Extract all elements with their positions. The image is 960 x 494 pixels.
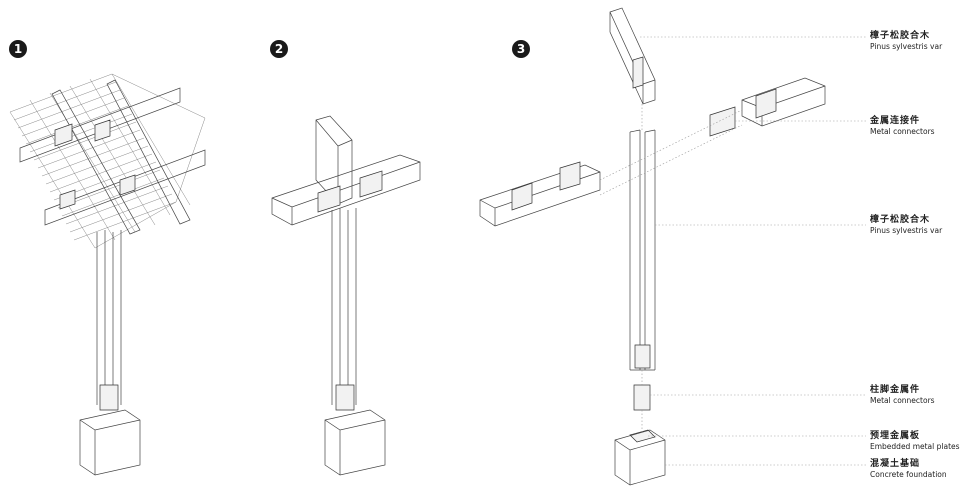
label-cn: 柱脚金属件 <box>870 385 921 395</box>
label-cn: 金属连接件 <box>870 116 921 126</box>
label-cn: 樟子松胶合木 <box>870 31 931 41</box>
label-en: Pinus sylvestris var <box>870 226 943 235</box>
diagram-1-post <box>79 230 141 476</box>
label-en: Pinus sylvestris var <box>870 42 943 51</box>
diagram-3 <box>479 7 866 486</box>
label-glulam-post: 樟子松胶合木 Pinus sylvestris var <box>870 215 942 235</box>
label-en: Metal connectors <box>870 396 935 405</box>
label-concrete-foundation: 混凝土基础 Concrete foundation <box>870 459 947 479</box>
label-cn: 预埋金属板 <box>870 431 921 441</box>
label-glulam-beam-top: 樟子松胶合木 Pinus sylvestris var <box>870 31 942 51</box>
label-en: Concrete foundation <box>870 470 947 479</box>
label-en: Embedded metal plates <box>870 442 960 451</box>
label-embedded-plates: 预埋金属板 Embedded metal plates <box>870 431 960 451</box>
step-2-marker: 2 <box>270 40 288 58</box>
diagram-1-roof <box>9 73 206 249</box>
step-1-marker: 1 <box>9 40 27 58</box>
label-column-base-connectors: 柱脚金属件 Metal connectors <box>870 385 935 405</box>
step-3-marker: 3 <box>512 40 530 58</box>
diagram-2 <box>271 115 421 476</box>
label-en: Metal connectors <box>870 127 935 136</box>
label-cn: 樟子松胶合木 <box>870 215 931 225</box>
label-cn: 混凝土基础 <box>870 459 921 469</box>
label-metal-connectors: 金属连接件 Metal connectors <box>870 116 935 136</box>
